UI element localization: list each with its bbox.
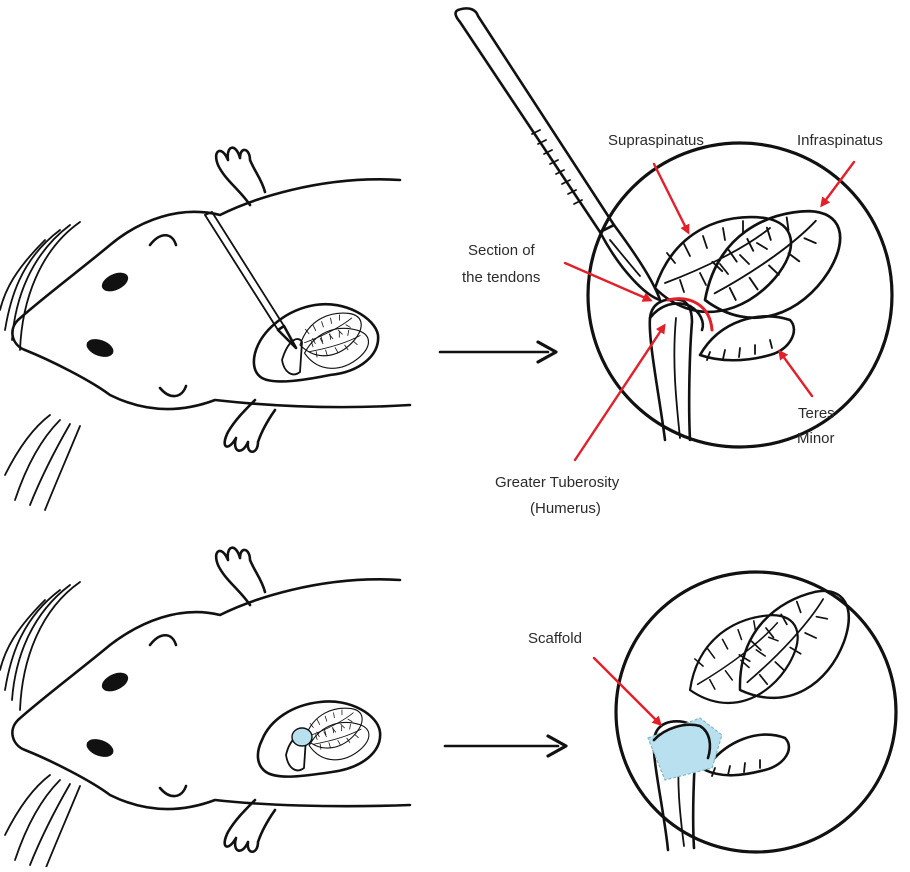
whiskers-bottom [0,582,80,867]
rat-head-top [12,179,410,409]
label-supraspinatus: Supraspinatus [608,132,704,232]
incision-window-top [254,304,378,381]
magnifier-circle-icon-top [456,8,892,447]
svg-text:Minor: Minor [797,430,835,447]
svg-text:Greater Tuberosity: Greater Tuberosity [495,474,620,491]
label-teres-minor: Teres Minor [780,352,835,447]
svg-text:the tendons: the tendons [462,269,540,286]
svg-text:(Humerus): (Humerus) [530,500,601,517]
paw-bottom [225,400,275,452]
rat-bottom [0,548,410,867]
rat-top [0,148,410,510]
svg-text:Section of: Section of [468,242,536,259]
label-infraspinatus: Infraspinatus [797,132,883,205]
humerus-top [650,299,692,440]
whiskers-top [0,222,80,510]
rat-head-bottom [12,579,410,809]
svg-text:Scaffold: Scaffold [528,630,582,647]
paw-top [216,148,265,205]
svg-text:Supraspinatus: Supraspinatus [608,132,704,149]
scalpel-icon-small [205,212,296,348]
right-arrow-icon-bottom [445,736,566,756]
magnifier-circle-icon-bottom [616,572,896,852]
label-section-of-tendons: Section of the tendons [462,242,650,300]
svg-text:Infraspinatus: Infraspinatus [797,132,883,149]
svg-text:Teres: Teres [798,405,835,422]
right-arrow-icon-top [440,342,556,362]
label-greater-tuberosity: Greater Tuberosity (Humerus) [495,326,664,517]
label-scaffold: Scaffold [528,630,660,724]
